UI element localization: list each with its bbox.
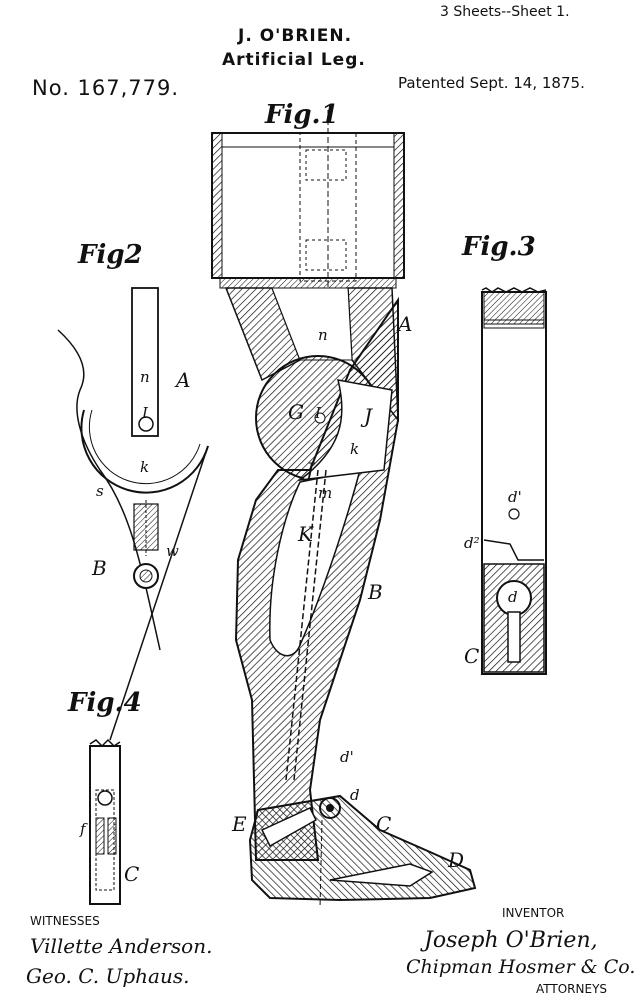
fig3-part-d: d [508,588,518,606]
fig1-part-B: B [368,580,383,604]
fig2-part-n: n [140,368,150,386]
fig1-part-d1: d' [340,748,354,766]
fig3-part-C: C [464,644,480,668]
fig1-part-d: d [350,786,360,804]
witness-signature-2: Geo. C. Uphaus. [26,964,190,988]
inventor-signature: Joseph O'Brien, [424,928,598,953]
inventor-label: INVENTOR [502,906,565,920]
fig2-part-B: B [92,556,107,580]
fig1-part-J: J [364,404,373,428]
fig2-part-s: s [96,482,104,500]
fig1-part-E: E [232,812,247,836]
attorneys-label: ATTORNEYS [536,982,608,996]
fig4-part-f: f [80,820,86,838]
fig3-part-d1: d' [508,488,522,506]
fig2-part-w: w [166,542,179,560]
fig1-part-C: C [376,812,392,836]
fig2-part-I: I [142,404,148,422]
witness-signature-1: Villette Anderson. [30,934,213,958]
fig2-part-A: A [176,368,191,392]
fig1-part-J2: J [306,458,315,482]
fig1-part-m: m [318,484,333,502]
witnesses-label: WITNESSES [30,914,100,928]
fig3-drawing [481,287,547,675]
fig1-label: Fig.1 [265,100,339,130]
fig1-thigh-socket [211,110,405,290]
patent-number: No. 167,779. [32,76,180,100]
patent-date: Patented Sept. 14, 1875. [398,74,585,92]
fig2-drawing [57,287,209,741]
fig4-drawing [89,738,121,905]
fig1-part-G: G [288,400,304,424]
fig4-label: Fig.4 [68,688,142,718]
fig1-part-n: n [318,326,328,344]
inventor-heading: J. O'BRIEN. [238,26,353,46]
fig2-label: Fig2 [78,240,143,270]
fig4-part-C: C [124,862,140,886]
sheet-count: 3 Sheets--Sheet 1. [440,4,570,20]
fig1-part-A: A [398,312,413,336]
fig3-part-d2: d² [464,534,480,552]
fig2-part-k: k [140,458,150,476]
fig1-drawing [211,110,477,909]
patent-title: Artificial Leg. [222,50,366,70]
fig1-part-I: I [315,404,321,422]
fig1-part-k: k [350,440,360,458]
fig1-part-D: D [448,848,465,872]
fig1-part-K: K [298,522,313,546]
fig3-label: Fig.3 [462,232,536,262]
fig1-foot [248,794,477,909]
attorneys-signature: Chipman Hosmer & Co. [406,956,636,978]
fig1-lower-leg [234,296,399,861]
